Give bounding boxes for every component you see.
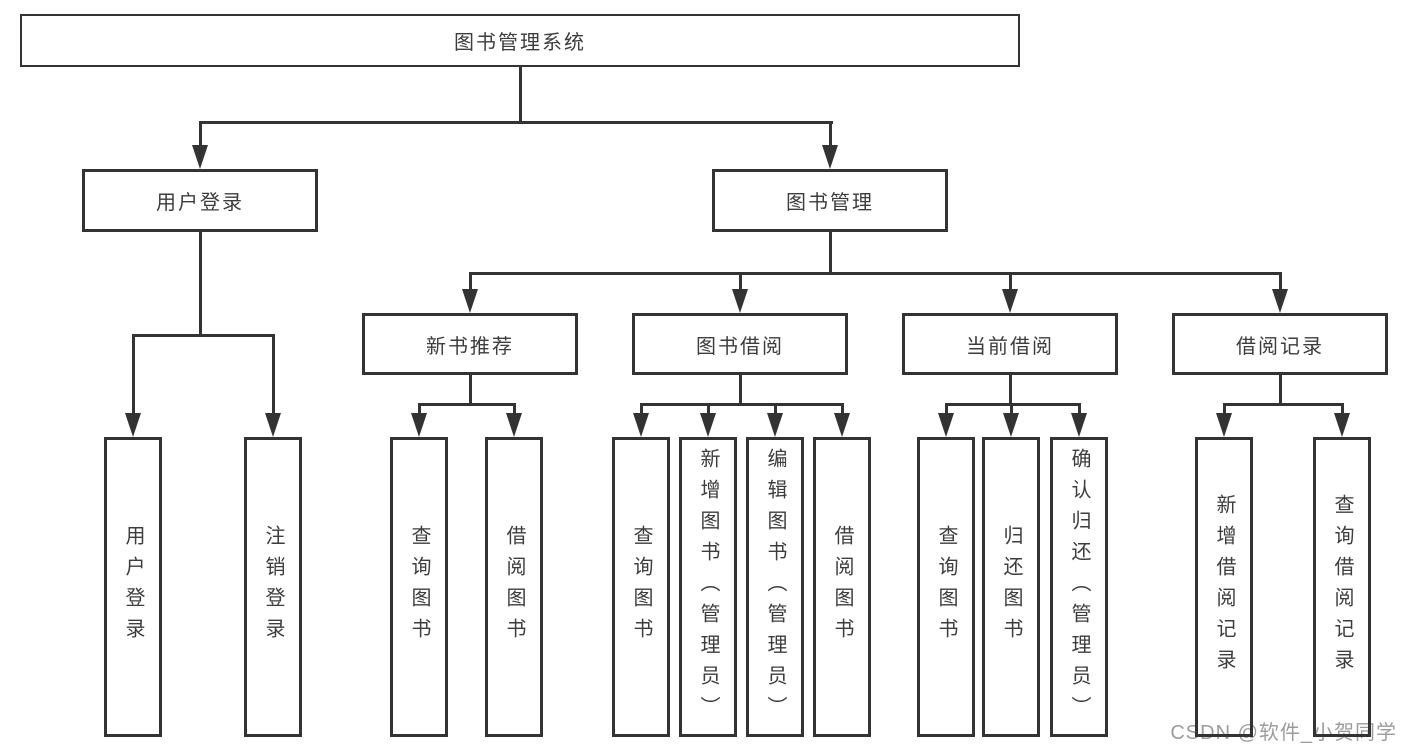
leaf-query-books-borrowing: 查询图书 — [612, 437, 670, 737]
leaf-add-borrow-record: 新增借阅记录 — [1195, 437, 1253, 737]
node-current-borrowing: 当前借阅 — [902, 313, 1118, 375]
node-borrowing-records-label: 借阅记录 — [1236, 335, 1324, 358]
connector-line — [418, 403, 516, 406]
connector-line — [707, 403, 710, 415]
connector-line — [1010, 403, 1013, 415]
connector-line — [469, 272, 1281, 275]
node-user-login-label: 用户登录 — [156, 192, 244, 214]
leaf-user-login-label: 用户登录 — [122, 525, 144, 649]
leaf-query-borrow-record-label: 查询借阅记录 — [1331, 494, 1353, 680]
leaf-logout-label: 注销登录 — [262, 525, 284, 649]
connector-line — [841, 403, 844, 415]
arrow-down-icon — [1216, 413, 1232, 437]
node-library-system-label: 图书管理系统 — [454, 32, 586, 54]
connector-line — [829, 121, 832, 148]
arrow-down-icon — [411, 413, 427, 437]
arrow-down-icon — [1071, 413, 1087, 437]
connector-line — [519, 66, 522, 122]
arrow-down-icon — [822, 145, 838, 169]
arrow-down-icon — [265, 413, 281, 437]
leaf-query-books-borrowing-label: 查询图书 — [630, 525, 652, 649]
leaf-return-book: 归还图书 — [982, 437, 1040, 737]
leaf-borrow-books-recommend: 借阅图书 — [485, 437, 543, 737]
leaf-borrow-books-recommend-label: 借阅图书 — [503, 525, 525, 649]
connector-line — [199, 121, 833, 124]
arrow-down-icon — [1334, 413, 1350, 437]
csdn-watermark: CSDN @软件_小贺同学 — [1170, 722, 1397, 744]
connector-line — [1341, 403, 1344, 415]
leaf-add-borrow-record-label: 新增借阅记录 — [1213, 494, 1235, 680]
arrow-down-icon — [834, 413, 850, 437]
connector-line — [469, 374, 472, 406]
connector-line — [1078, 403, 1081, 415]
leaf-return-book-label: 归还图书 — [1000, 525, 1022, 649]
leaf-borrow-books-borrowing-label: 借阅图书 — [831, 525, 853, 649]
leaf-query-books-recommend: 查询图书 — [390, 437, 448, 737]
arrow-down-icon — [938, 413, 954, 437]
node-new-book-recommend: 新书推荐 — [362, 313, 578, 375]
arrow-down-icon — [1002, 289, 1018, 313]
connector-line — [739, 272, 742, 292]
connector-line — [945, 403, 948, 415]
arrow-down-icon — [506, 413, 522, 437]
node-book-management-label: 图书管理 — [786, 192, 874, 214]
connector-line — [1279, 374, 1282, 406]
connector-line — [1223, 403, 1344, 406]
arrow-down-icon — [732, 289, 748, 313]
leaf-query-borrow-record: 查询借阅记录 — [1313, 437, 1371, 737]
arrow-down-icon — [462, 289, 478, 313]
arrow-down-icon — [1003, 413, 1019, 437]
arrow-down-icon — [192, 145, 208, 169]
node-book-borrowing: 图书借阅 — [632, 313, 848, 375]
connector-line — [132, 334, 275, 337]
leaf-add-book-admin-label: 新增图书（管理员） — [697, 447, 719, 727]
connector-line — [272, 334, 275, 414]
node-current-borrowing-label: 当前借阅 — [966, 335, 1054, 358]
connector-line — [945, 403, 1081, 406]
connector-line — [199, 231, 202, 337]
leaf-query-books-recommend-label: 查询图书 — [408, 525, 430, 649]
connector-line — [1223, 403, 1226, 415]
leaf-edit-book-admin: 编辑图书（管理员） — [746, 437, 804, 737]
leaf-user-login: 用户登录 — [104, 437, 162, 737]
leaf-query-books-current-label: 查询图书 — [935, 525, 957, 649]
node-user-login: 用户登录 — [82, 169, 318, 232]
leaf-confirm-return-admin: 确认归还（管理员） — [1050, 437, 1108, 737]
connector-line — [418, 403, 421, 415]
leaf-borrow-books-borrowing: 借阅图书 — [813, 437, 871, 737]
arrow-down-icon — [767, 413, 783, 437]
arrow-down-icon — [125, 413, 141, 437]
leaf-edit-book-admin-label: 编辑图书（管理员） — [764, 447, 786, 727]
connector-line — [640, 403, 643, 415]
connector-line — [640, 403, 844, 406]
leaf-add-book-admin: 新增图书（管理员） — [679, 437, 737, 737]
connector-line — [513, 403, 516, 415]
connector-line — [132, 334, 135, 414]
arrow-down-icon — [1272, 289, 1288, 313]
node-book-management: 图书管理 — [712, 169, 948, 232]
leaf-logout: 注销登录 — [244, 437, 302, 737]
connector-line — [1009, 272, 1012, 292]
leaf-query-books-current: 查询图书 — [917, 437, 975, 737]
connector-line — [739, 374, 742, 406]
connector-line — [774, 403, 777, 415]
node-new-book-recommend-label: 新书推荐 — [426, 335, 514, 358]
node-borrowing-records: 借阅记录 — [1172, 313, 1388, 375]
connector-line — [469, 272, 472, 292]
connector-line — [199, 121, 202, 148]
arrow-down-icon — [633, 413, 649, 437]
connector-line — [1279, 272, 1282, 292]
connector-line — [829, 231, 832, 275]
arrow-down-icon — [700, 413, 716, 437]
node-library-system: 图书管理系统 — [20, 14, 1020, 67]
node-book-borrowing-label: 图书借阅 — [696, 335, 784, 358]
leaf-confirm-return-admin-label: 确认归还（管理员） — [1068, 447, 1090, 727]
connector-line — [1009, 374, 1012, 406]
